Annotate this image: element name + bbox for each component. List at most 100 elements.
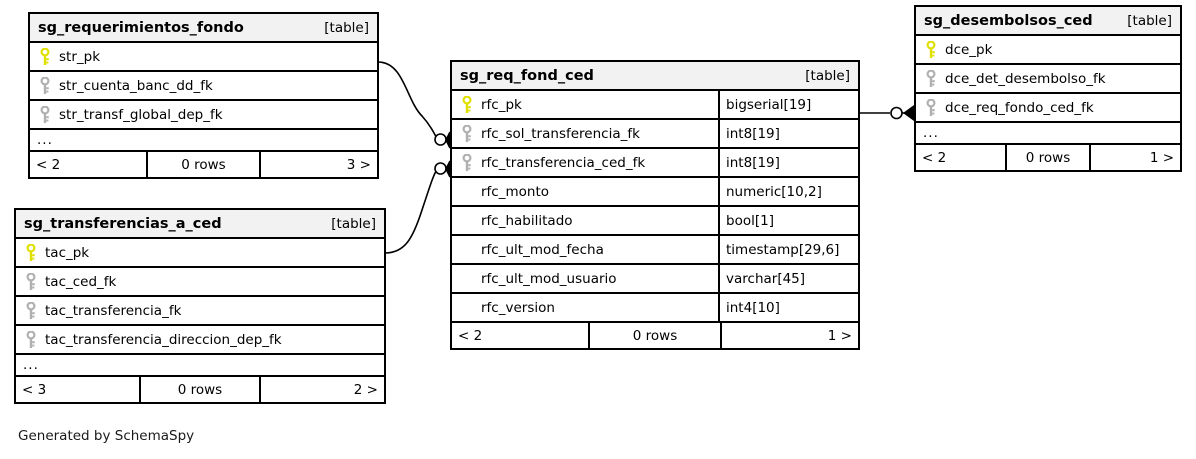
- column-row-rfc_habilitado[interactable]: rfc_habilitado bool[1]: [452, 207, 858, 236]
- column-row-tac_pk[interactable]: tac_pk: [16, 239, 384, 268]
- table-sg_req_fond_ced[interactable]: sg_req_fond_ced [table] rfc_pk bigserial…: [450, 60, 860, 350]
- column-label: dce_det_desembolso_fk: [945, 70, 1106, 87]
- column-row-rfc_ult_mod_fecha[interactable]: rfc_ult_mod_fecha timestamp[29,6]: [452, 236, 858, 265]
- column-row-dce_det_desembolso_fk[interactable]: dce_det_desembolso_fk: [916, 65, 1180, 94]
- column-label: rfc_sol_transferencia_fk: [481, 125, 640, 142]
- ellipsis-label: ...: [37, 132, 53, 148]
- column-label: rfc_pk: [481, 96, 522, 113]
- more-columns-ellipsis: ...: [916, 123, 1180, 145]
- column-name-cell: str_cuenta_banc_dd_fk: [30, 72, 377, 99]
- ellipsis-label: ...: [923, 125, 939, 141]
- column-name-cell: tac_transferencia_fk: [16, 297, 384, 324]
- table-sg_desembolsos_ced[interactable]: sg_desembolsos_ced [table] dce_pk: [914, 5, 1182, 172]
- column-row-tac_ced_fk[interactable]: tac_ced_fk: [16, 268, 384, 297]
- table-type-tag: [table]: [805, 67, 850, 84]
- more-columns-ellipsis: ...: [30, 130, 377, 152]
- foreign-key-icon: [462, 153, 472, 171]
- column-name-cell: tac_transferencia_direccion_dep_fk: [16, 326, 384, 353]
- footer-children-count[interactable]: 1 >: [827, 327, 852, 344]
- table-header[interactable]: sg_desembolsos_ced [table]: [916, 7, 1180, 36]
- column-name-cell: rfc_ult_mod_fecha: [452, 236, 720, 263]
- column-datatype: bool[1]: [726, 212, 774, 229]
- column-datatype: varchar[45]: [726, 270, 806, 287]
- foreign-key-icon: [26, 301, 36, 319]
- table-sg_transferencias_a_ced[interactable]: sg_transferencias_a_ced [table] tac_pk: [14, 208, 386, 404]
- footer-children-count[interactable]: 1 >: [1149, 149, 1175, 166]
- foreign-key-icon: [26, 272, 36, 290]
- column-label: str_transf_global_dep_fk: [59, 106, 223, 123]
- footer-children-count[interactable]: 2 >: [353, 381, 378, 398]
- column-name-cell: rfc_ult_mod_usuario: [452, 265, 720, 292]
- relationship-req-fond-ced-to-desembolsos: [860, 105, 914, 121]
- column-row-tac_transferencia_direccion_dep_fk[interactable]: tac_transferencia_direccion_dep_fk: [16, 326, 384, 355]
- column-name-cell: tac_ced_fk: [16, 268, 384, 295]
- column-label: rfc_ult_mod_usuario: [481, 270, 617, 287]
- table-header[interactable]: sg_transferencias_a_ced [table]: [16, 210, 384, 239]
- column-row-rfc_pk[interactable]: rfc_pk bigserial[19]: [452, 91, 858, 120]
- column-label: tac_ced_fk: [45, 273, 117, 290]
- column-row-dce_pk[interactable]: dce_pk: [916, 36, 1180, 65]
- column-datatype: int4[10]: [726, 299, 780, 316]
- primary-key-icon: [462, 95, 472, 113]
- column-label: rfc_ult_mod_fecha: [481, 241, 604, 258]
- column-datatype: timestamp[29,6]: [726, 241, 840, 258]
- footer-children-count[interactable]: 3 >: [346, 156, 371, 173]
- column-label: tac_transferencia_direccion_dep_fk: [45, 331, 282, 348]
- column-row-dce_req_fondo_ced_fk[interactable]: dce_req_fondo_ced_fk: [916, 94, 1180, 123]
- table-footer: < 3 0 rows 2 >: [16, 377, 384, 402]
- column-row-rfc_ult_mod_usuario[interactable]: rfc_ult_mod_usuario varchar[45]: [452, 265, 858, 294]
- footer-row-count: 0 rows: [590, 323, 722, 348]
- foreign-key-icon: [462, 124, 472, 142]
- column-name-cell: tac_pk: [16, 239, 384, 266]
- primary-key-icon: [926, 40, 936, 58]
- footer-row-count: 0 rows: [141, 377, 261, 402]
- column-row-str_cuenta_banc_dd_fk[interactable]: str_cuenta_banc_dd_fk: [30, 72, 377, 101]
- table-type-tag: [table]: [331, 215, 376, 232]
- footer-parents-count[interactable]: < 2: [452, 323, 590, 348]
- footer-parents-count[interactable]: < 2: [916, 145, 1007, 170]
- column-label: tac_pk: [45, 244, 90, 261]
- column-row-rfc_monto[interactable]: rfc_monto numeric[10,2]: [452, 178, 858, 207]
- column-label: tac_transferencia_fk: [45, 302, 182, 319]
- footer-parents-count[interactable]: < 3: [16, 377, 142, 402]
- footer-parents-count[interactable]: < 2: [30, 152, 149, 177]
- column-datatype: numeric[10,2]: [726, 183, 822, 200]
- column-name-cell: dce_det_desembolso_fk: [916, 65, 1180, 92]
- table-title: sg_desembolsos_ced: [924, 12, 1093, 29]
- relationship-requerimientos-to-req-fond-ced: [377, 61, 451, 149]
- column-row-str_pk[interactable]: str_pk: [30, 43, 377, 72]
- table-footer: < 2 0 rows 1 >: [916, 145, 1180, 170]
- column-row-str_transf_global_dep_fk[interactable]: str_transf_global_dep_fk: [30, 101, 377, 130]
- column-row-tac_transferencia_fk[interactable]: tac_transferencia_fk: [16, 297, 384, 326]
- primary-key-icon: [26, 243, 36, 261]
- table-type-tag: [table]: [324, 19, 369, 36]
- column-row-rfc_transferencia_ced_fk[interactable]: rfc_transferencia_ced_fk int8[19]: [452, 149, 858, 178]
- table-header[interactable]: sg_requerimientos_fondo [table]: [30, 14, 377, 43]
- column-name-cell: rfc_habilitado: [452, 207, 720, 234]
- column-label: dce_pk: [945, 41, 993, 58]
- table-sg_requerimientos_fondo[interactable]: sg_requerimientos_fondo [table] str_pk: [28, 12, 379, 179]
- column-label: rfc_version: [481, 299, 555, 316]
- column-name-cell: dce_pk: [916, 36, 1180, 63]
- table-header[interactable]: sg_req_fond_ced [table]: [452, 62, 858, 91]
- column-row-rfc_sol_transferencia_fk[interactable]: rfc_sol_transferencia_fk int8[19]: [452, 120, 858, 149]
- column-row-rfc_version[interactable]: rfc_version int4[10]: [452, 294, 858, 323]
- primary-key-icon: [40, 47, 50, 65]
- column-datatype: int8[19]: [726, 154, 780, 171]
- column-name-cell: rfc_transferencia_ced_fk: [452, 149, 720, 176]
- foreign-key-icon: [40, 76, 50, 94]
- column-label: str_cuenta_banc_dd_fk: [59, 77, 213, 94]
- foreign-key-icon: [40, 105, 50, 123]
- footer-row-count: 0 rows: [148, 152, 261, 177]
- column-label: str_pk: [59, 48, 101, 65]
- column-label: rfc_habilitado: [481, 212, 573, 229]
- ellipsis-label: ...: [23, 357, 39, 373]
- table-title: sg_transferencias_a_ced: [24, 215, 222, 232]
- table-footer: < 2 0 rows 3 >: [30, 152, 377, 177]
- column-name-cell: rfc_pk: [452, 91, 720, 118]
- column-name-cell: rfc_sol_transferencia_fk: [452, 120, 720, 147]
- column-label: rfc_monto: [481, 183, 549, 200]
- more-columns-ellipsis: ...: [16, 355, 384, 377]
- table-title: sg_req_fond_ced: [460, 67, 594, 84]
